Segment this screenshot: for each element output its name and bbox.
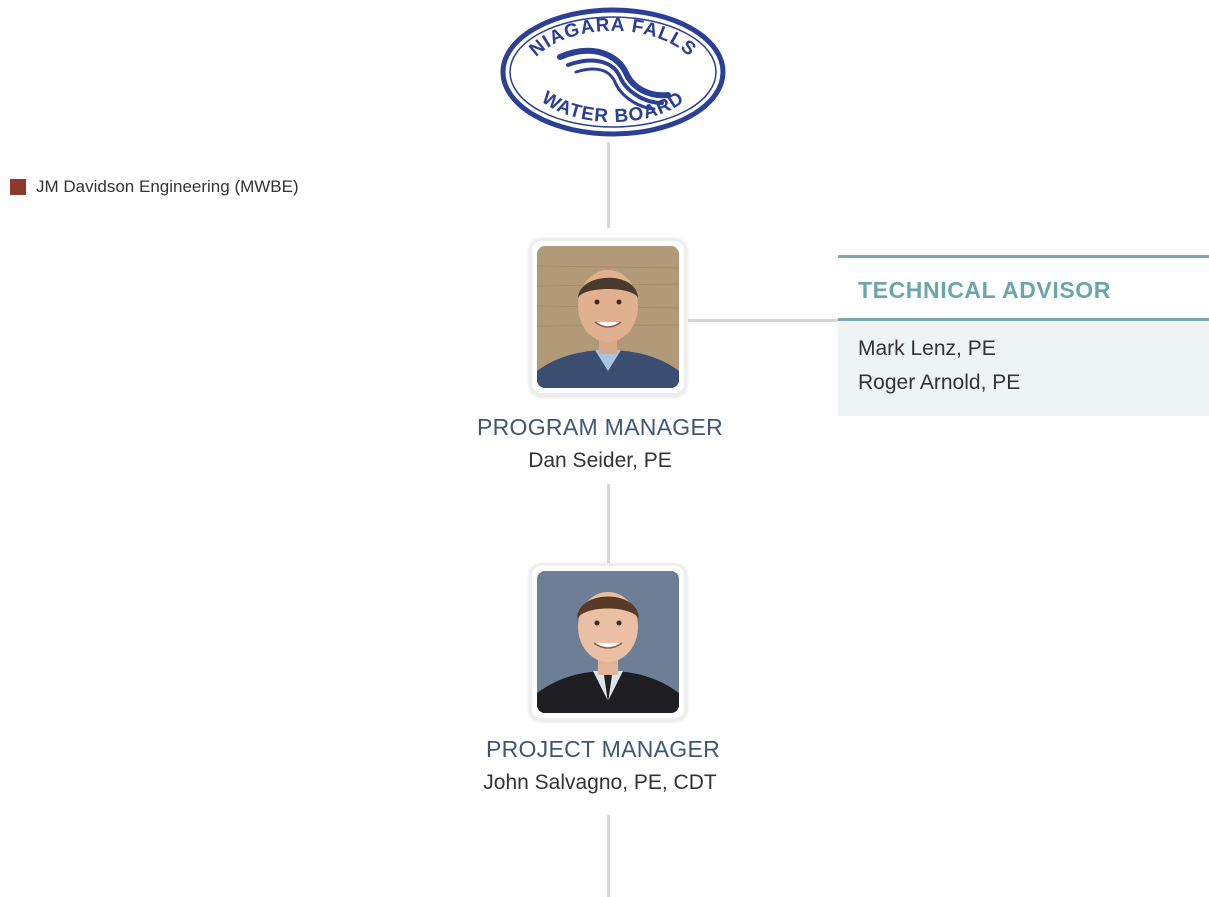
project-manager-name: John Salvagno, PE, CDT <box>483 771 717 794</box>
advisor-member: Mark Lenz, PE <box>858 337 996 360</box>
legend: JM Davidson Engineering (MWBE) <box>10 177 299 197</box>
advisor-top-rule <box>838 255 1209 258</box>
advisor-member: Roger Arnold, PE <box>858 371 1021 394</box>
technical-advisor-box: TECHNICAL ADVISOR Mark Lenz, PE Roger Ar… <box>838 255 1209 416</box>
program-manager-photo <box>529 238 687 396</box>
project-manager-role: PROJECT MANAGER <box>485 736 721 762</box>
legend-label: JM Davidson Engineering (MWBE) <box>36 177 299 196</box>
connector-project-manager-down <box>607 815 610 897</box>
program-manager-role: PROGRAM MANAGER <box>476 414 724 440</box>
legend-swatch <box>10 179 26 195</box>
technical-advisor-title: TECHNICAL ADVISOR <box>858 277 1111 303</box>
advisor-members: Mark Lenz, PE Roger Arnold, PE <box>838 321 1209 416</box>
connector-logo-to-program-manager <box>607 142 610 228</box>
program-manager-name: Dan Seider, PE <box>528 449 672 472</box>
connector-program-to-project-manager <box>607 484 610 564</box>
advisor-divider <box>838 318 1209 321</box>
niagara-falls-water-board-logo: NIAGARA FALLS WATER BOARD <box>498 5 728 139</box>
connector-program-manager-to-advisor <box>688 319 838 322</box>
project-manager-photo <box>529 563 687 721</box>
